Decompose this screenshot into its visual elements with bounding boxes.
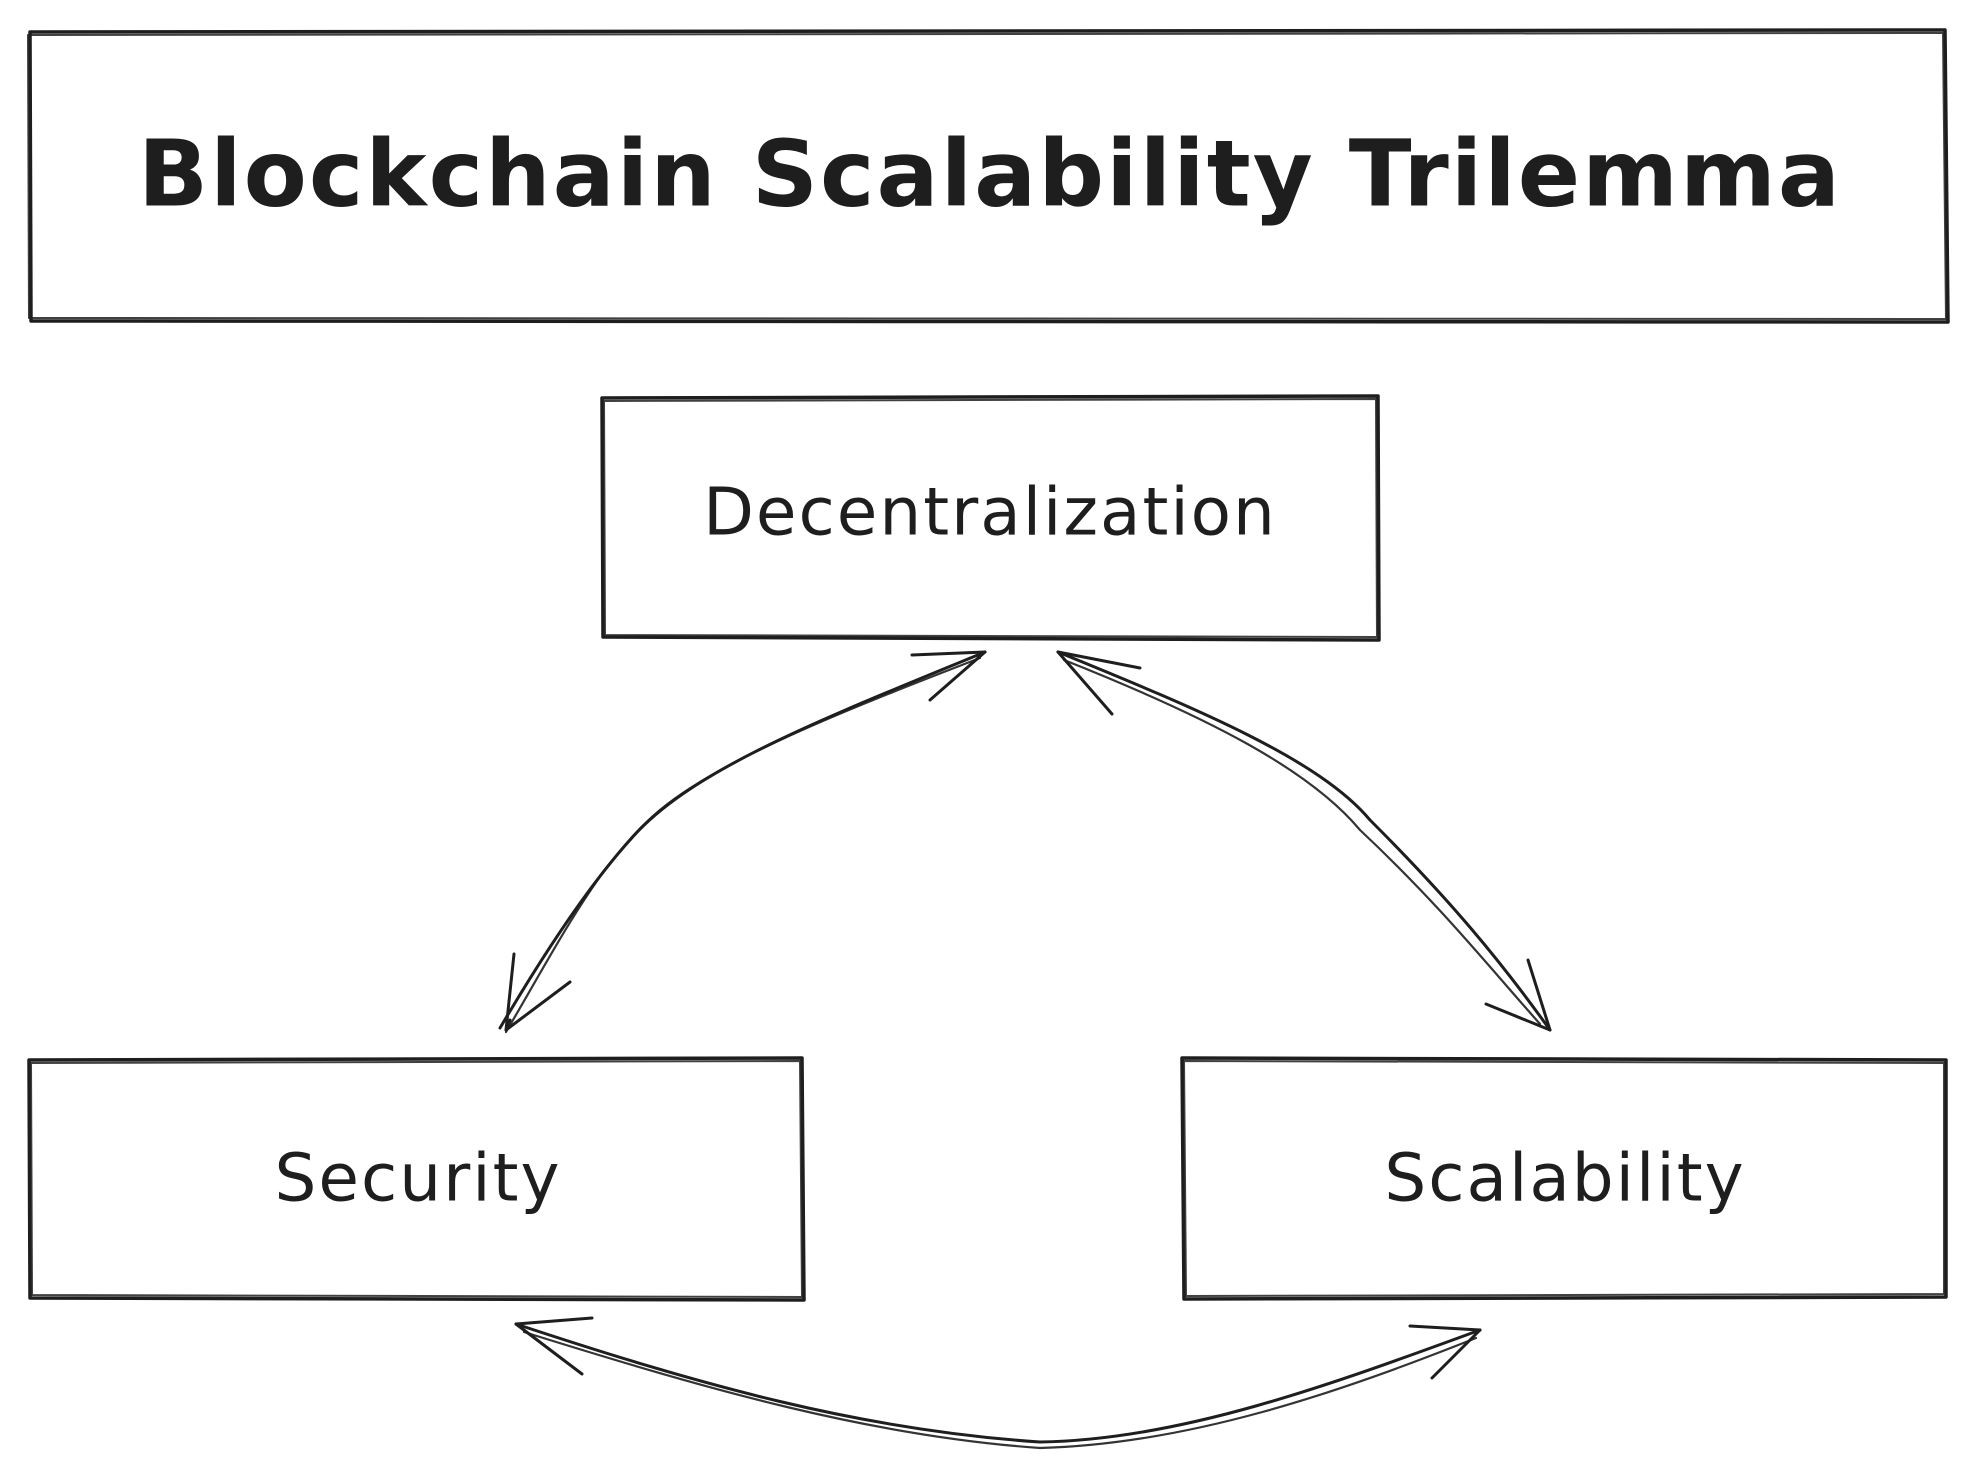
node-security: Security <box>27 1056 806 1302</box>
edge-decentralization-security <box>498 650 987 1034</box>
edge-security-scalability <box>514 1316 1482 1450</box>
node-scalability-label: Scalability <box>1384 1140 1745 1217</box>
diagram-title: Blockchain Scalability Trilemma <box>138 121 1842 228</box>
node-decentralization: Decentralization <box>600 394 1381 642</box>
edge-decentralization-scalability <box>1056 650 1552 1032</box>
node-scalability: Scalability <box>1180 1056 1948 1301</box>
node-decentralization-label: Decentralization <box>703 474 1277 551</box>
node-security-label: Security <box>274 1140 561 1217</box>
title-box: Blockchain Scalability Trilemma <box>27 28 1950 324</box>
